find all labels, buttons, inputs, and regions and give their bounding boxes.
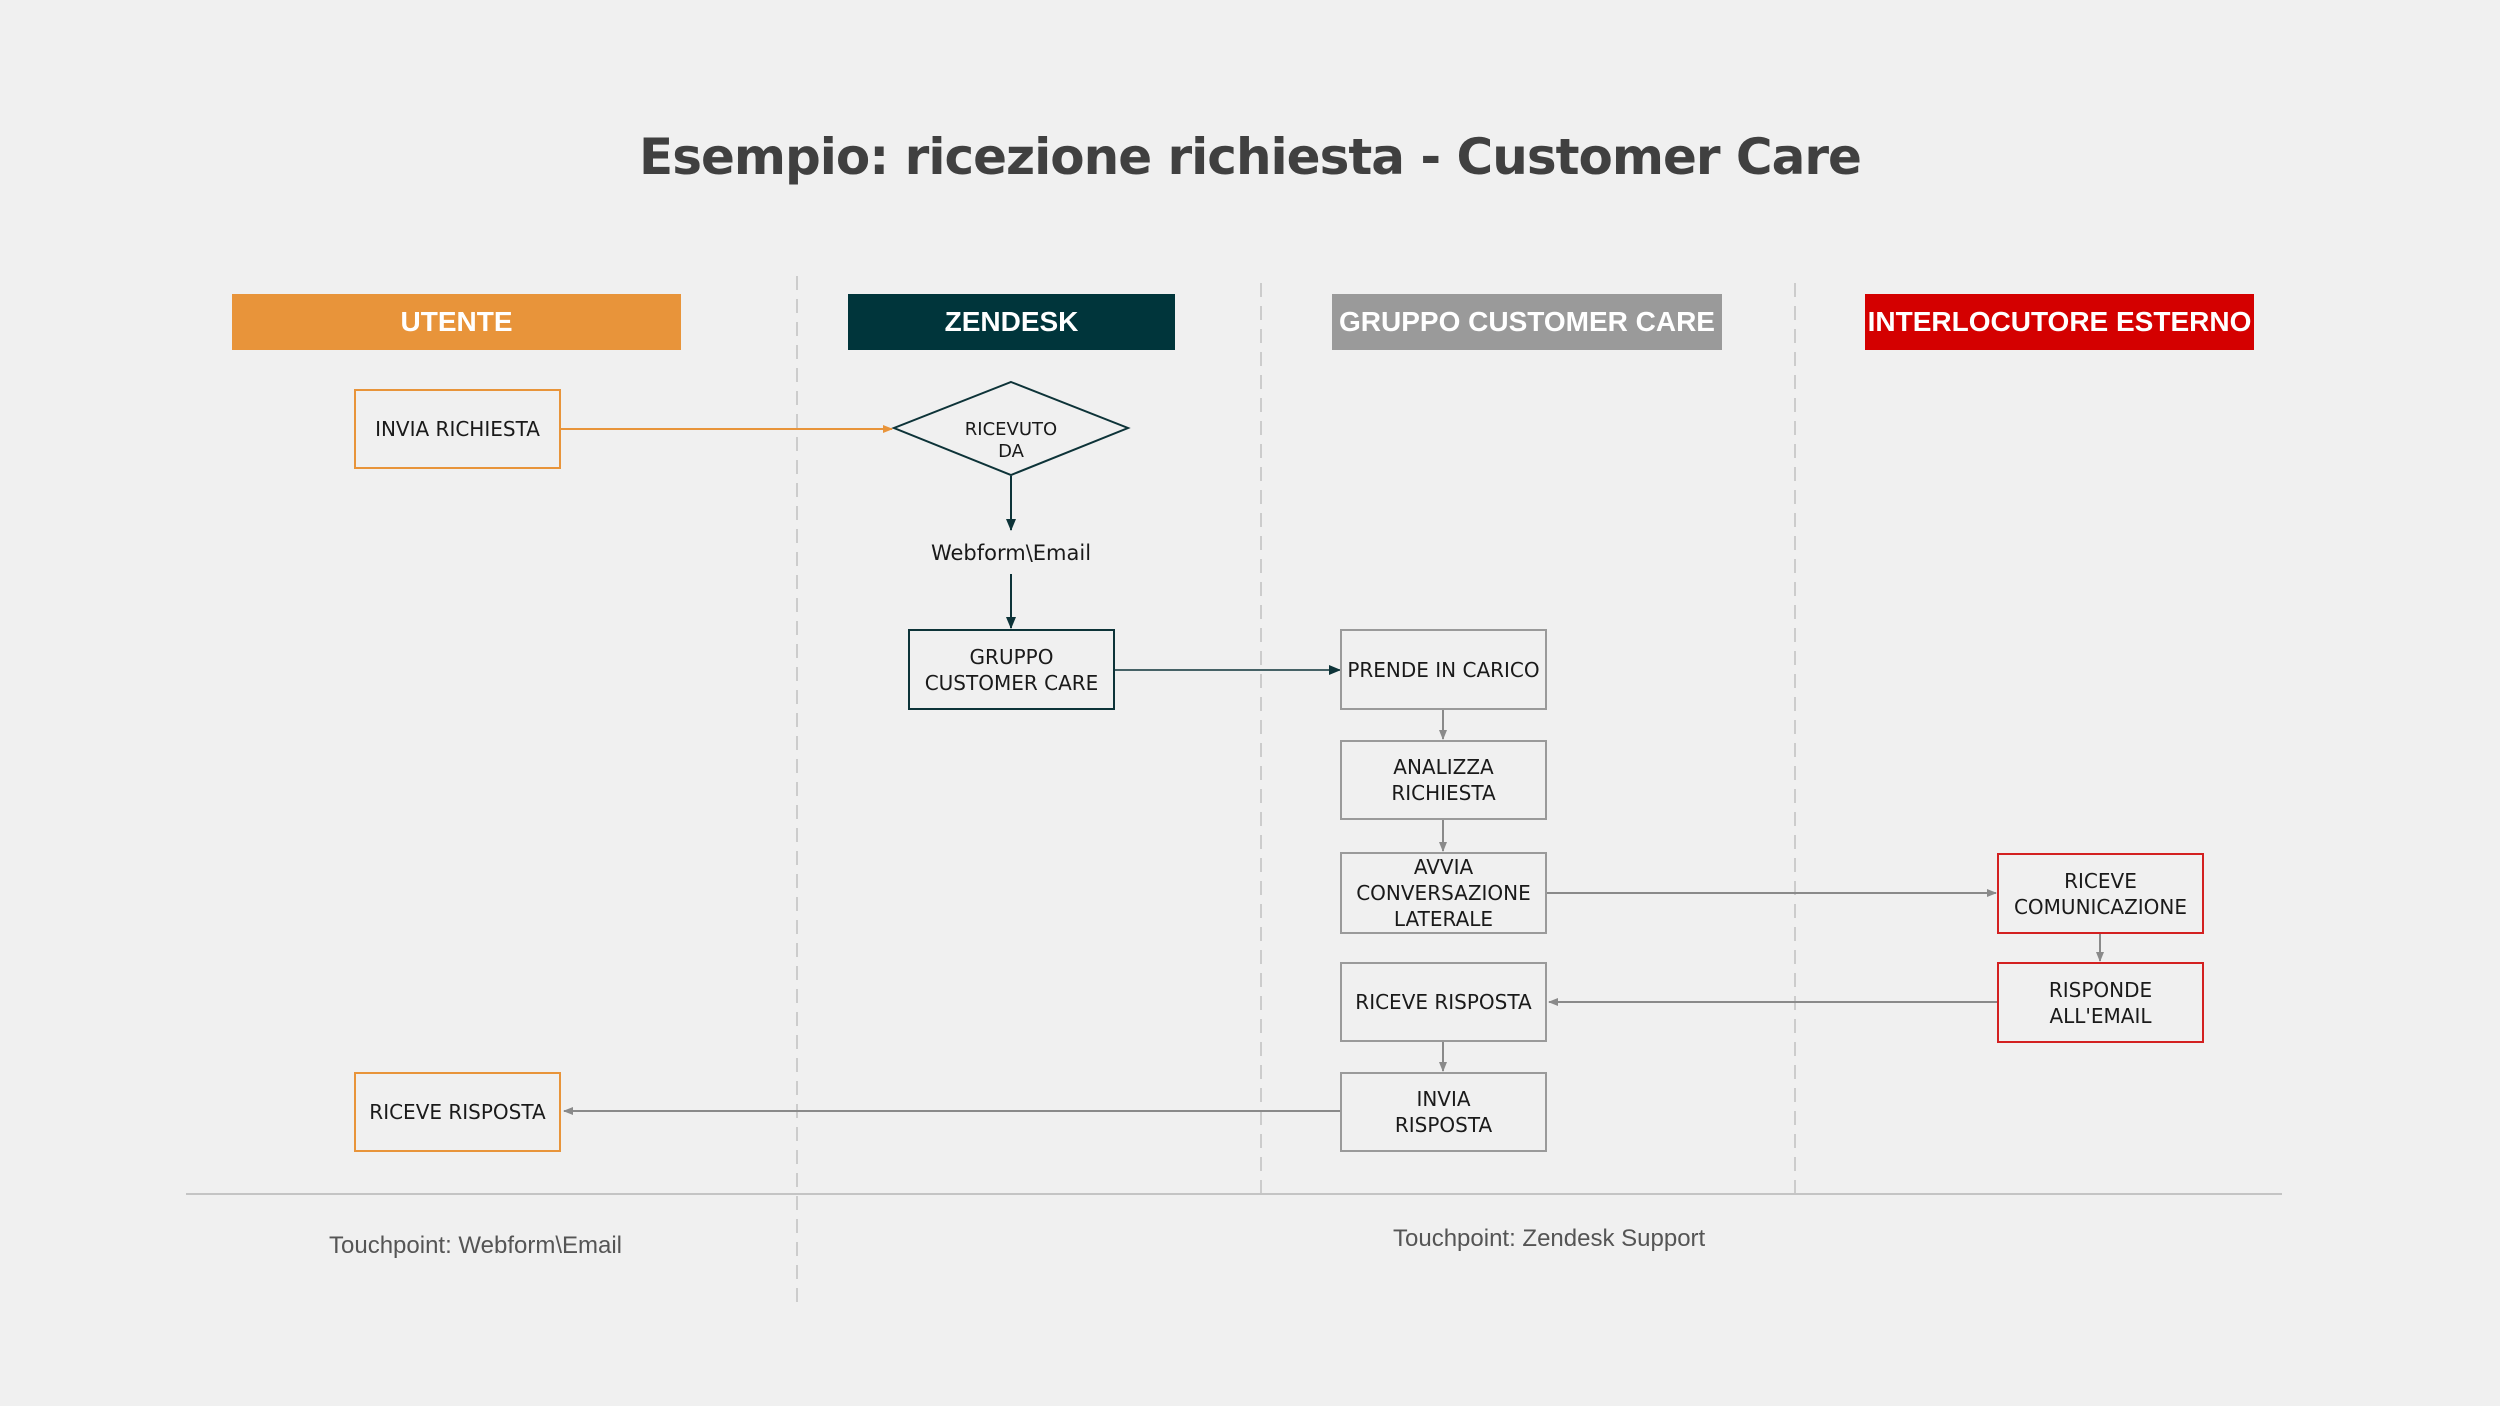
lane-header-interlocutore-esterno: INTERLOCUTORE ESTERNO: [1865, 294, 2254, 350]
ricevuto-da-diamond: [891, 380, 1131, 477]
node-ricevuto-da-label: RICEVUTO DA: [964, 419, 1058, 462]
page-title: Esempio: ricezione richiesta - Customer …: [639, 128, 1862, 186]
node-gruppo-customer-care: GRUPPO CUSTOMER CARE: [908, 629, 1115, 710]
lane-header-gruppo-customer-care: GRUPPO CUSTOMER CARE: [1332, 294, 1722, 350]
node-riceve-risposta-utente: RICEVE RISPOSTA: [354, 1072, 561, 1152]
node-webform-email: Webform\Email: [930, 541, 1092, 565]
node-riceve-comunicazione: RICEVE COMUNICAZIONE: [1997, 853, 2204, 934]
node-avvia-conversazione-laterale: AVVIA CONVERSAZIONE LATERALE: [1340, 852, 1547, 934]
node-riceve-risposta-gruppo: RICEVE RISPOSTA: [1340, 962, 1547, 1042]
node-prende-in-carico: PRENDE IN CARICO: [1340, 629, 1547, 710]
touchpoint-webform-email: Touchpoint: Webform\Email: [329, 1232, 623, 1259]
node-risponde-email: RISPONDE ALL'EMAIL: [1997, 962, 2204, 1043]
node-invia-richiesta: INVIA RICHIESTA: [354, 389, 561, 469]
node-analizza-richiesta: ANALIZZA RICHIESTA: [1340, 740, 1547, 820]
node-invia-risposta: INVIA RISPOSTA: [1340, 1072, 1547, 1152]
lane-header-zendesk: ZENDESK: [848, 294, 1175, 350]
touchpoint-zendesk-support: Touchpoint: Zendesk Support: [1393, 1225, 1706, 1252]
lane-header-utente: UTENTE: [232, 294, 681, 350]
